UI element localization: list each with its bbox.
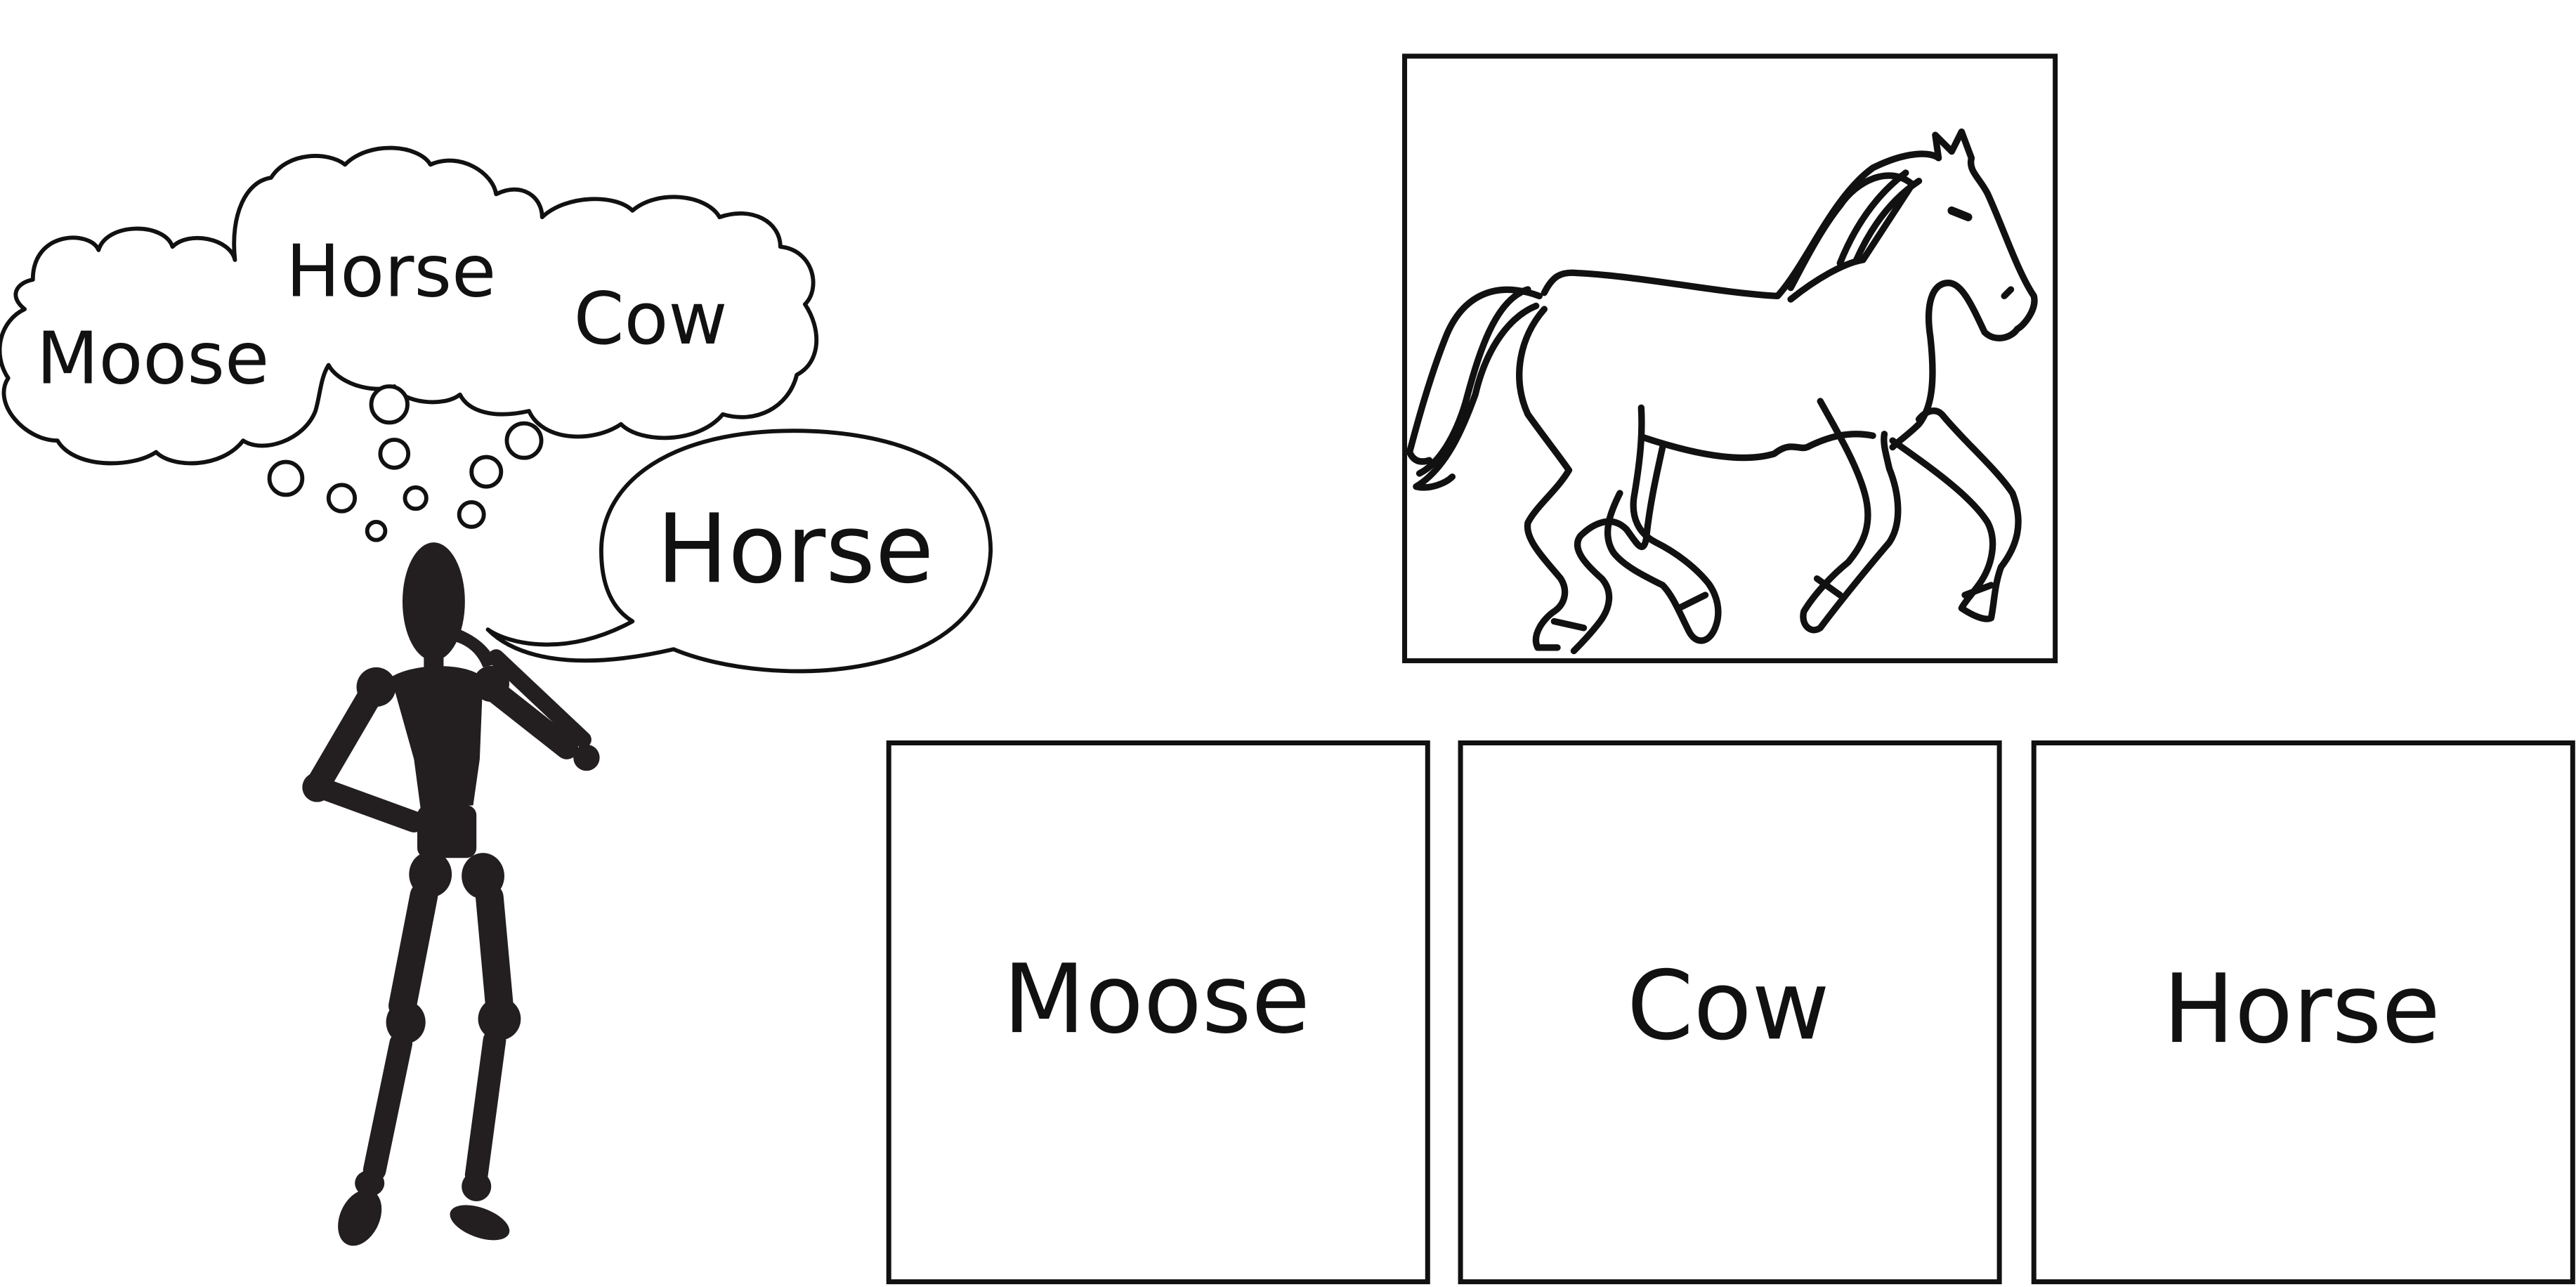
figure-foot: [450, 1205, 510, 1241]
figure-shin: [464, 1028, 506, 1187]
speech-bubble-outline: [485, 429, 993, 674]
figure-pelvis: [417, 805, 477, 858]
horse-picture: [1402, 53, 2058, 664]
figure-forearm: [313, 778, 425, 832]
figure-forearm: [488, 649, 591, 748]
thought-bubble-dot: [267, 459, 305, 497]
figure-upper-arm: [478, 675, 579, 759]
choice-label-cow: Cow: [1627, 950, 1830, 1061]
choice-box-cow[interactable]: Cow: [1458, 740, 2002, 1285]
thought-bubble-dot: [469, 455, 504, 489]
thought-cloud-outline: [0, 145, 819, 466]
figure-head: [402, 542, 465, 661]
choice-label-moose: Moose: [1003, 943, 1310, 1054]
figure-thigh: [388, 882, 438, 1020]
figure-ankle: [462, 1171, 492, 1201]
speech-bubble-text: Horse: [656, 493, 934, 604]
thought-bubble-dot: [326, 483, 358, 514]
horse-picture-frame: [1402, 53, 2058, 664]
choice-box-frame[interactable]: [886, 740, 1430, 1285]
thought-word-moose: Moose: [37, 316, 270, 400]
figure-knee: [478, 997, 521, 1040]
figure-chin-hand: [453, 629, 497, 667]
figure-elbow: [302, 772, 332, 802]
thought-bubble-dot: [504, 421, 544, 460]
horse-icon: [1406, 128, 2038, 655]
thought-word-horse: Horse: [286, 229, 497, 313]
speech-bubble: Horse: [485, 429, 993, 674]
thought-word-cow: Cow: [574, 277, 728, 361]
choice-box-frame[interactable]: [1458, 740, 2002, 1285]
figure-ankle: [355, 1170, 385, 1196]
choice-box-frame[interactable]: [2031, 740, 2575, 1285]
thought-bubble-dot: [457, 499, 486, 529]
figure-foot: [338, 1189, 382, 1246]
thought-bubble-dot: [378, 438, 411, 470]
figure-thigh: [476, 883, 514, 1020]
choice-label-horse: Horse: [2163, 953, 2440, 1064]
figure-upper-arm: [308, 681, 384, 793]
figure-hand: [573, 744, 600, 771]
figure-knee: [386, 1000, 426, 1044]
mannequin-figure: [302, 542, 600, 1246]
choice-box-moose[interactable]: Moose: [886, 740, 1430, 1285]
figure-torso: [391, 666, 483, 809]
thought-bubble-dot: [365, 520, 388, 542]
thought-cloud: Moose Horse Cow: [0, 145, 819, 542]
choice-box-horse[interactable]: Horse: [2031, 740, 2575, 1285]
thought-bubble-dot: [403, 485, 429, 511]
thought-bubble-dot: [369, 384, 410, 425]
figure-shin: [362, 1032, 413, 1182]
